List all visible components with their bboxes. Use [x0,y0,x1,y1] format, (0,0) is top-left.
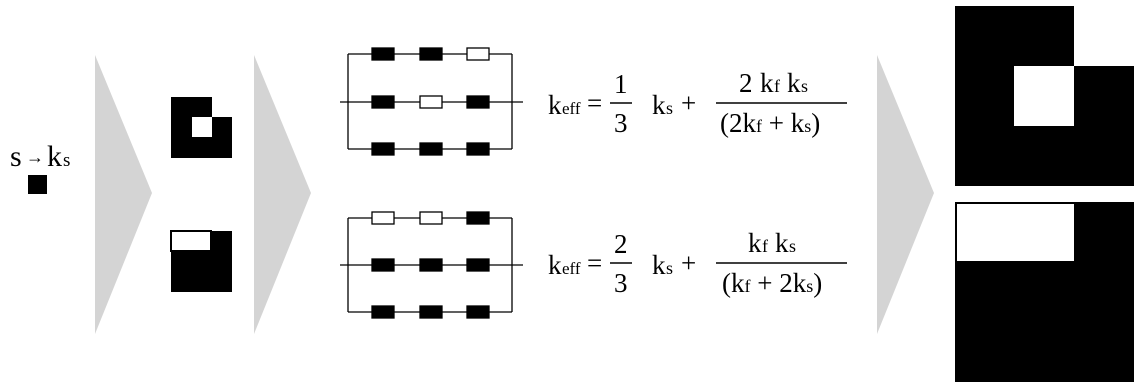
circuit-top-resistor [371,95,395,109]
input-label: s → k s [10,140,70,173]
eq-top-coef-den: 3 [614,108,628,138]
eq-top-den-sub2: s [804,116,811,136]
eq-top-num-k1-sub: f [774,76,780,96]
pattern-bottom-3x3 [170,230,232,292]
eq-bottom-plus: + [681,248,696,278]
circuit-top-resistor [466,95,490,109]
eq-top-k: k [548,90,562,120]
circuit-top-resistor [419,95,443,109]
eq-top-num-k2: k [787,68,801,98]
eq-top-equals: = [587,88,602,118]
circuit-bottom-resistor [371,211,395,225]
eq-bottom-den-sub1: f [745,276,751,296]
circuit-bottom [340,211,523,319]
circuit-top-resistor [419,47,443,61]
circuit-bottom-resistor [466,211,490,225]
circuit-bottom-resistor [419,211,443,225]
circuit-bottom-resistor [466,305,490,319]
eq-bottom-num-k2-sub: s [789,236,796,256]
eq-top-den-mid: + k [762,108,805,138]
eq-bottom-den-sub2: s [806,276,813,296]
eq-bottom-k: k [548,250,562,280]
eq-bottom-denominator: (kf + 2ks) [722,268,822,298]
eq-bottom-num-k1-sub: f [762,236,768,256]
arrow-1 [95,55,152,334]
circuit-top-resistor [466,142,490,156]
eq-bottom-term1-k: k [652,250,666,280]
eq-bottom-equals: = [587,248,602,278]
eq-bottom-k-sub: eff [562,259,581,278]
input-s: s [10,140,22,173]
input-arrow: → [26,147,44,167]
eq-bottom-den-mid: + 2k [751,268,807,298]
pattern-top-3x3 [171,97,232,158]
eq-top-denominator: (2kf + ks) [720,108,820,138]
result-bottom-image [955,202,1134,382]
circuit-bottom-resistor [371,258,395,272]
input-solid-pixel [28,175,47,194]
eq-top-k-sub: eff [562,99,581,118]
result-top-fluid-cell [1014,66,1074,126]
equation-bottom: k eff = 2 3 k s + k f k s (kf + 2ks) [548,228,847,298]
eq-top-num-k2-sub: s [801,76,808,96]
eq-bottom-num-k1: k [748,228,762,258]
circuit-top [340,47,523,156]
pattern-bottom-fluid-cell [170,230,212,252]
eq-top-den-sub1: f [756,116,762,136]
eq-bottom-term1-sub: s [666,258,673,278]
eq-bottom-coef-den: 3 [614,268,628,298]
input-k-sub: s [63,150,70,171]
eq-top-num-coef: 2 [739,68,753,98]
arrow-2 [254,55,311,334]
eq-top-term1-sub: s [666,98,673,118]
eq-top-den-open: (2k [720,108,756,138]
eq-top-term1-k: k [652,90,666,120]
pattern-top-fluid-cell [212,97,232,117]
circuit-top-resistor [371,142,395,156]
pattern-top-fluid-cell [192,117,212,137]
result-top-fluid-cell [1074,6,1134,66]
eq-top-plus: + [681,88,696,118]
input-k: k [47,140,62,173]
circuit-top-resistor [466,47,490,61]
eq-bottom-num-k2: k [775,228,789,258]
circuit-bottom-resistor [419,305,443,319]
circuit-top-resistor [371,47,395,61]
equation-top: k eff = 1 3 k s + 2 k f k s (2kf + ks) [548,68,847,138]
circuit-bottom-resistor [419,258,443,272]
circuit-bottom-resistor [371,305,395,319]
eq-bottom-den-open: (k [722,268,745,298]
eq-bottom-coef-num: 2 [614,229,628,259]
result-top-image [955,6,1134,186]
circuit-bottom-resistor [466,258,490,272]
circuit-top-resistor [419,142,443,156]
eq-top-coef-num: 1 [614,69,628,99]
result-bottom-fluid-cell [957,204,1074,261]
eq-top-num-k1: k [760,68,774,98]
arrow-3 [877,55,934,334]
eq-bottom-den-close: ) [813,268,822,298]
eq-top-den-close: ) [811,108,820,138]
